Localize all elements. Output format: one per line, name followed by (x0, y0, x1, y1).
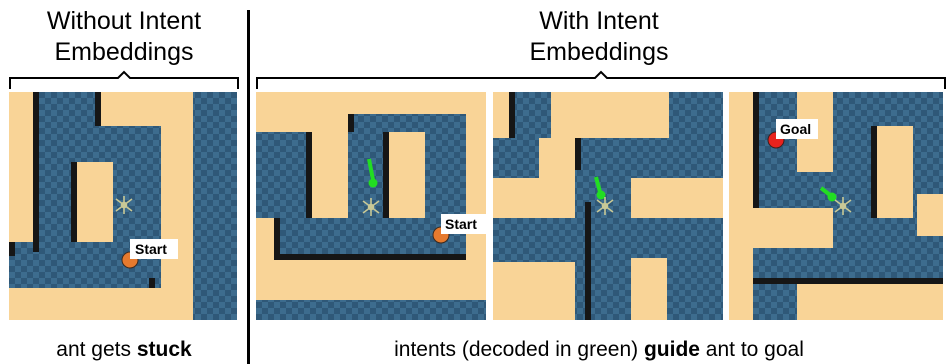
left-heading-line-2: Embeddings (54, 38, 194, 66)
intent-arrow-icon (819, 186, 832, 197)
maze-panel-stuck: Start (9, 92, 237, 320)
right-heading: With Intent Embeddings (250, 6, 948, 68)
ant-icon (834, 197, 852, 215)
maze-walls (256, 92, 486, 300)
intent-arrow-icon (594, 176, 602, 193)
left-caption-pre: ant gets (56, 338, 137, 361)
right-heading-line-2: Embeddings (529, 38, 669, 66)
right-heading-line-1: With Intent (539, 7, 659, 35)
right-brace (256, 70, 946, 89)
maze-panel-middle (493, 92, 723, 320)
left-heading-line-1: Without Intent (46, 7, 202, 35)
intent-arrow-tip (596, 190, 606, 200)
right-caption: intents (decoded in green) guide ant to … (250, 337, 948, 363)
start-label-bg (130, 239, 178, 259)
intent-arrow-tip (827, 192, 837, 202)
right-caption-post: ant to goal (699, 338, 804, 361)
ant-icon (596, 197, 614, 215)
start-label-bg (441, 214, 486, 234)
intent-arrow-icon (367, 158, 375, 181)
goal-label-bg (776, 119, 818, 139)
divider-line (247, 10, 250, 364)
wall-shadows (509, 92, 591, 320)
wall-shadows (753, 92, 943, 284)
goal-label: Goal (780, 121, 811, 137)
left-heading: Without Intent Embeddings (0, 6, 248, 68)
maze-walls (493, 92, 723, 320)
maze-panel-start: Start (256, 92, 486, 320)
left-caption-bold: stuck (136, 338, 192, 361)
intent-arrow-tip (368, 178, 378, 188)
right-caption-pre: intents (decoded in green) (394, 338, 644, 361)
start-label: Start (135, 241, 167, 257)
ant-icon (115, 196, 133, 214)
ant-icon (362, 198, 380, 216)
right-caption-bold: guide (643, 338, 700, 361)
left-caption: ant gets stuck (0, 337, 248, 363)
wall-shadows (9, 92, 155, 288)
start-label: Start (445, 216, 477, 232)
maze-panel-goal: Goal (729, 92, 943, 320)
left-brace (9, 70, 239, 89)
